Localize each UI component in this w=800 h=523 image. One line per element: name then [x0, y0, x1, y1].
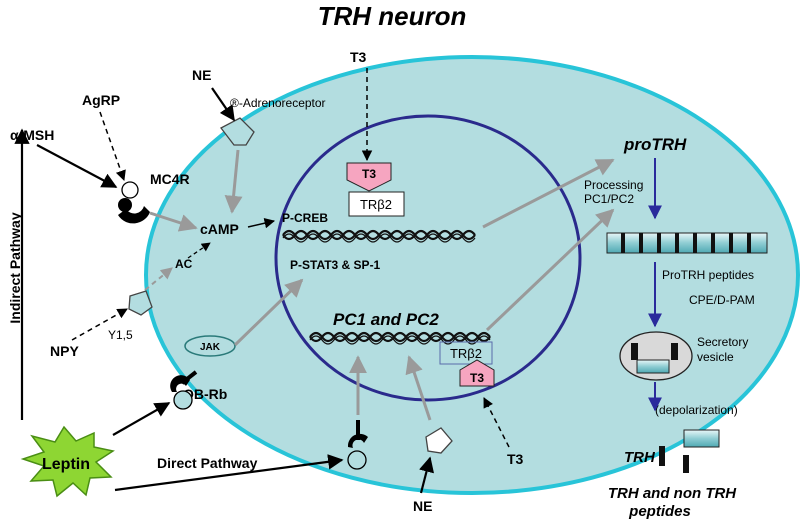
output-label-2: peptides: [628, 503, 691, 520]
ne-top-arrow: [211, 87, 235, 122]
npy-arrow: [71, 308, 128, 341]
ne-bottom-label: NE: [413, 498, 432, 514]
gray-arrows: [144, 149, 615, 421]
dna-to-protrh-arrow: [482, 158, 615, 229]
pc-dna-to-processing-arrow: [485, 208, 615, 332]
agrp-label: AgRP: [82, 92, 120, 108]
ne-receptor-bottom-icon: [425, 427, 453, 454]
trh-label: TRH: [624, 449, 656, 466]
jak-oval: [184, 335, 236, 357]
ne-top-label: NE: [192, 67, 211, 83]
ac-label: AC: [175, 257, 193, 271]
leptin-to-obrb-arrow: [112, 402, 171, 436]
jak-label: JAK: [200, 342, 221, 353]
t3-top-label: T3: [350, 49, 367, 65]
camp-to-pcreb-arrow: [247, 218, 276, 229]
diagram-title: TRH neuron: [318, 1, 467, 31]
mc4r-to-camp-arrow: [149, 211, 198, 232]
protrh-bar: [606, 232, 768, 254]
secretory-vesicle: [619, 331, 693, 381]
agrp-arrow: [99, 111, 126, 181]
cpe-label: CPE/D-PAM: [689, 293, 755, 307]
npy-label: NPY: [50, 343, 79, 359]
jak-to-pstat3-arrow: [233, 278, 304, 347]
y15-label: Y1,5: [108, 328, 133, 342]
protrh-peptides-label: ProTRH peptides: [662, 268, 754, 282]
mc4r-label: MC4R: [150, 171, 190, 187]
t3-pentagon-top: [346, 162, 392, 192]
vesicle-label-1: Secretory: [697, 335, 748, 349]
obrb-label: OB-Rb: [183, 386, 227, 402]
alpha-msh-arrow: [36, 144, 118, 188]
trb2-label-top: TRβ2: [360, 197, 392, 212]
t3-bottom-arrow: [483, 397, 510, 448]
y15-receptor-icon: [128, 290, 153, 316]
trb2-box-bottom: [439, 341, 493, 365]
pcreb-label: P-CREB: [282, 211, 328, 225]
ne-receptor-to-dna-arrow: [405, 355, 432, 421]
ne-bottom-arrow: [419, 456, 435, 494]
nucleus: [274, 114, 582, 402]
processing-label-1: Processing: [584, 178, 643, 192]
leptin-label: Leptin: [42, 456, 90, 473]
trb2-label-bottom: TRβ2: [450, 346, 482, 361]
depolarization-label: (depolarization): [655, 403, 738, 417]
camp-label: cAMP: [200, 221, 239, 237]
adreno-to-camp-arrow: [224, 149, 243, 214]
alpha-msh-label: α-MSH: [10, 127, 54, 143]
indirect-pathway-label: Indirect Pathway: [7, 212, 23, 323]
t3-bottom-label: T3: [507, 451, 524, 467]
trh-output-blocks: [659, 429, 720, 473]
protrh-label: proTRH: [623, 135, 687, 154]
t3-pentagon-bottom: [459, 359, 495, 387]
trb2-box-top: [348, 191, 405, 217]
t3-label-bottom: T3: [470, 371, 484, 385]
output-label-1: TRH and non TRH: [608, 485, 737, 502]
y15-to-ac-arrow: [144, 267, 173, 291]
vesicle-label-2: vesicle: [697, 350, 734, 364]
dna-helix-bottom: [309, 331, 491, 345]
adrenoreceptor-label: ®-Adrenoreceptor: [230, 96, 326, 110]
adrenoreceptor-icon: [220, 117, 255, 146]
black-arrows: [14, 68, 510, 494]
pstat3-label: P-STAT3 & SP-1: [290, 258, 381, 272]
t3-label-top: T3: [362, 167, 376, 181]
processing-label-2: PC1/PC2: [584, 192, 634, 206]
pc1pc2-label: PC1 and PC2: [333, 310, 439, 329]
direct-pathway-label: Direct Pathway: [157, 455, 258, 471]
direct-pathway-arrow: [114, 454, 344, 492]
ac-to-camp-arrow: [187, 242, 211, 259]
mc4r-receptor: [118, 181, 150, 224]
leptin-star: [20, 425, 115, 498]
obrb-receptor: [170, 370, 198, 410]
leptin-receptor-bottom: [347, 420, 368, 470]
dna-helix-top: [282, 229, 476, 243]
